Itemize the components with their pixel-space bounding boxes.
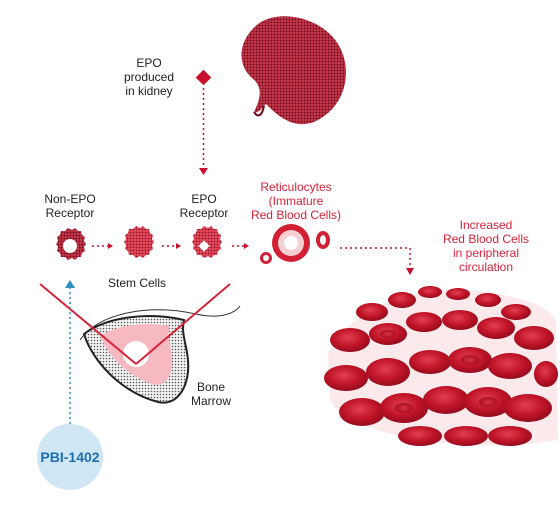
blue-arrow-head-icon [65, 280, 75, 288]
red-blood-cells-pile [324, 286, 558, 446]
reticulocytes-label: Reticulocytes (Immature Red Blood Cells) [250, 180, 342, 222]
non-epo-receptor-cell [56, 228, 86, 260]
arrow-head-icon [406, 268, 414, 275]
bone-marrow-label: Bone Marrow [190, 380, 231, 408]
kidney-notch-icon [253, 105, 265, 117]
stem-cells-label: Stem Cells [107, 276, 166, 290]
pbi-1402-badge: PBI-1402 [37, 424, 103, 490]
increased-rbc-label: Increased Red Blood Cells in peripheral … [442, 218, 530, 274]
epo-receptor-label: EPO Receptor [179, 192, 229, 220]
diamond-marker-icon [195, 69, 212, 86]
marrow-zoom-line-left [39, 283, 137, 365]
pbi-1402-label: PBI-1402 [40, 449, 100, 465]
marrow-zoom-line-right [135, 283, 231, 365]
arrow-head-icon [199, 168, 208, 175]
non-epo-receptor-label: Non-EPO Receptor [44, 192, 96, 220]
epo-receptor-cell [192, 226, 222, 258]
stem-cell [124, 226, 154, 258]
epo-produced-label: EPO produced in kidney [123, 56, 175, 98]
reticulocyte-to-rbc-arrow [340, 247, 411, 270]
kidney-icon [241, 16, 346, 125]
arrow-head-icon [176, 243, 181, 249]
arrow-head-icon [244, 243, 249, 249]
arrow-head-icon [108, 243, 113, 249]
reticulocyte-cells [260, 224, 330, 264]
bone-marrow-illustration [79, 305, 241, 404]
